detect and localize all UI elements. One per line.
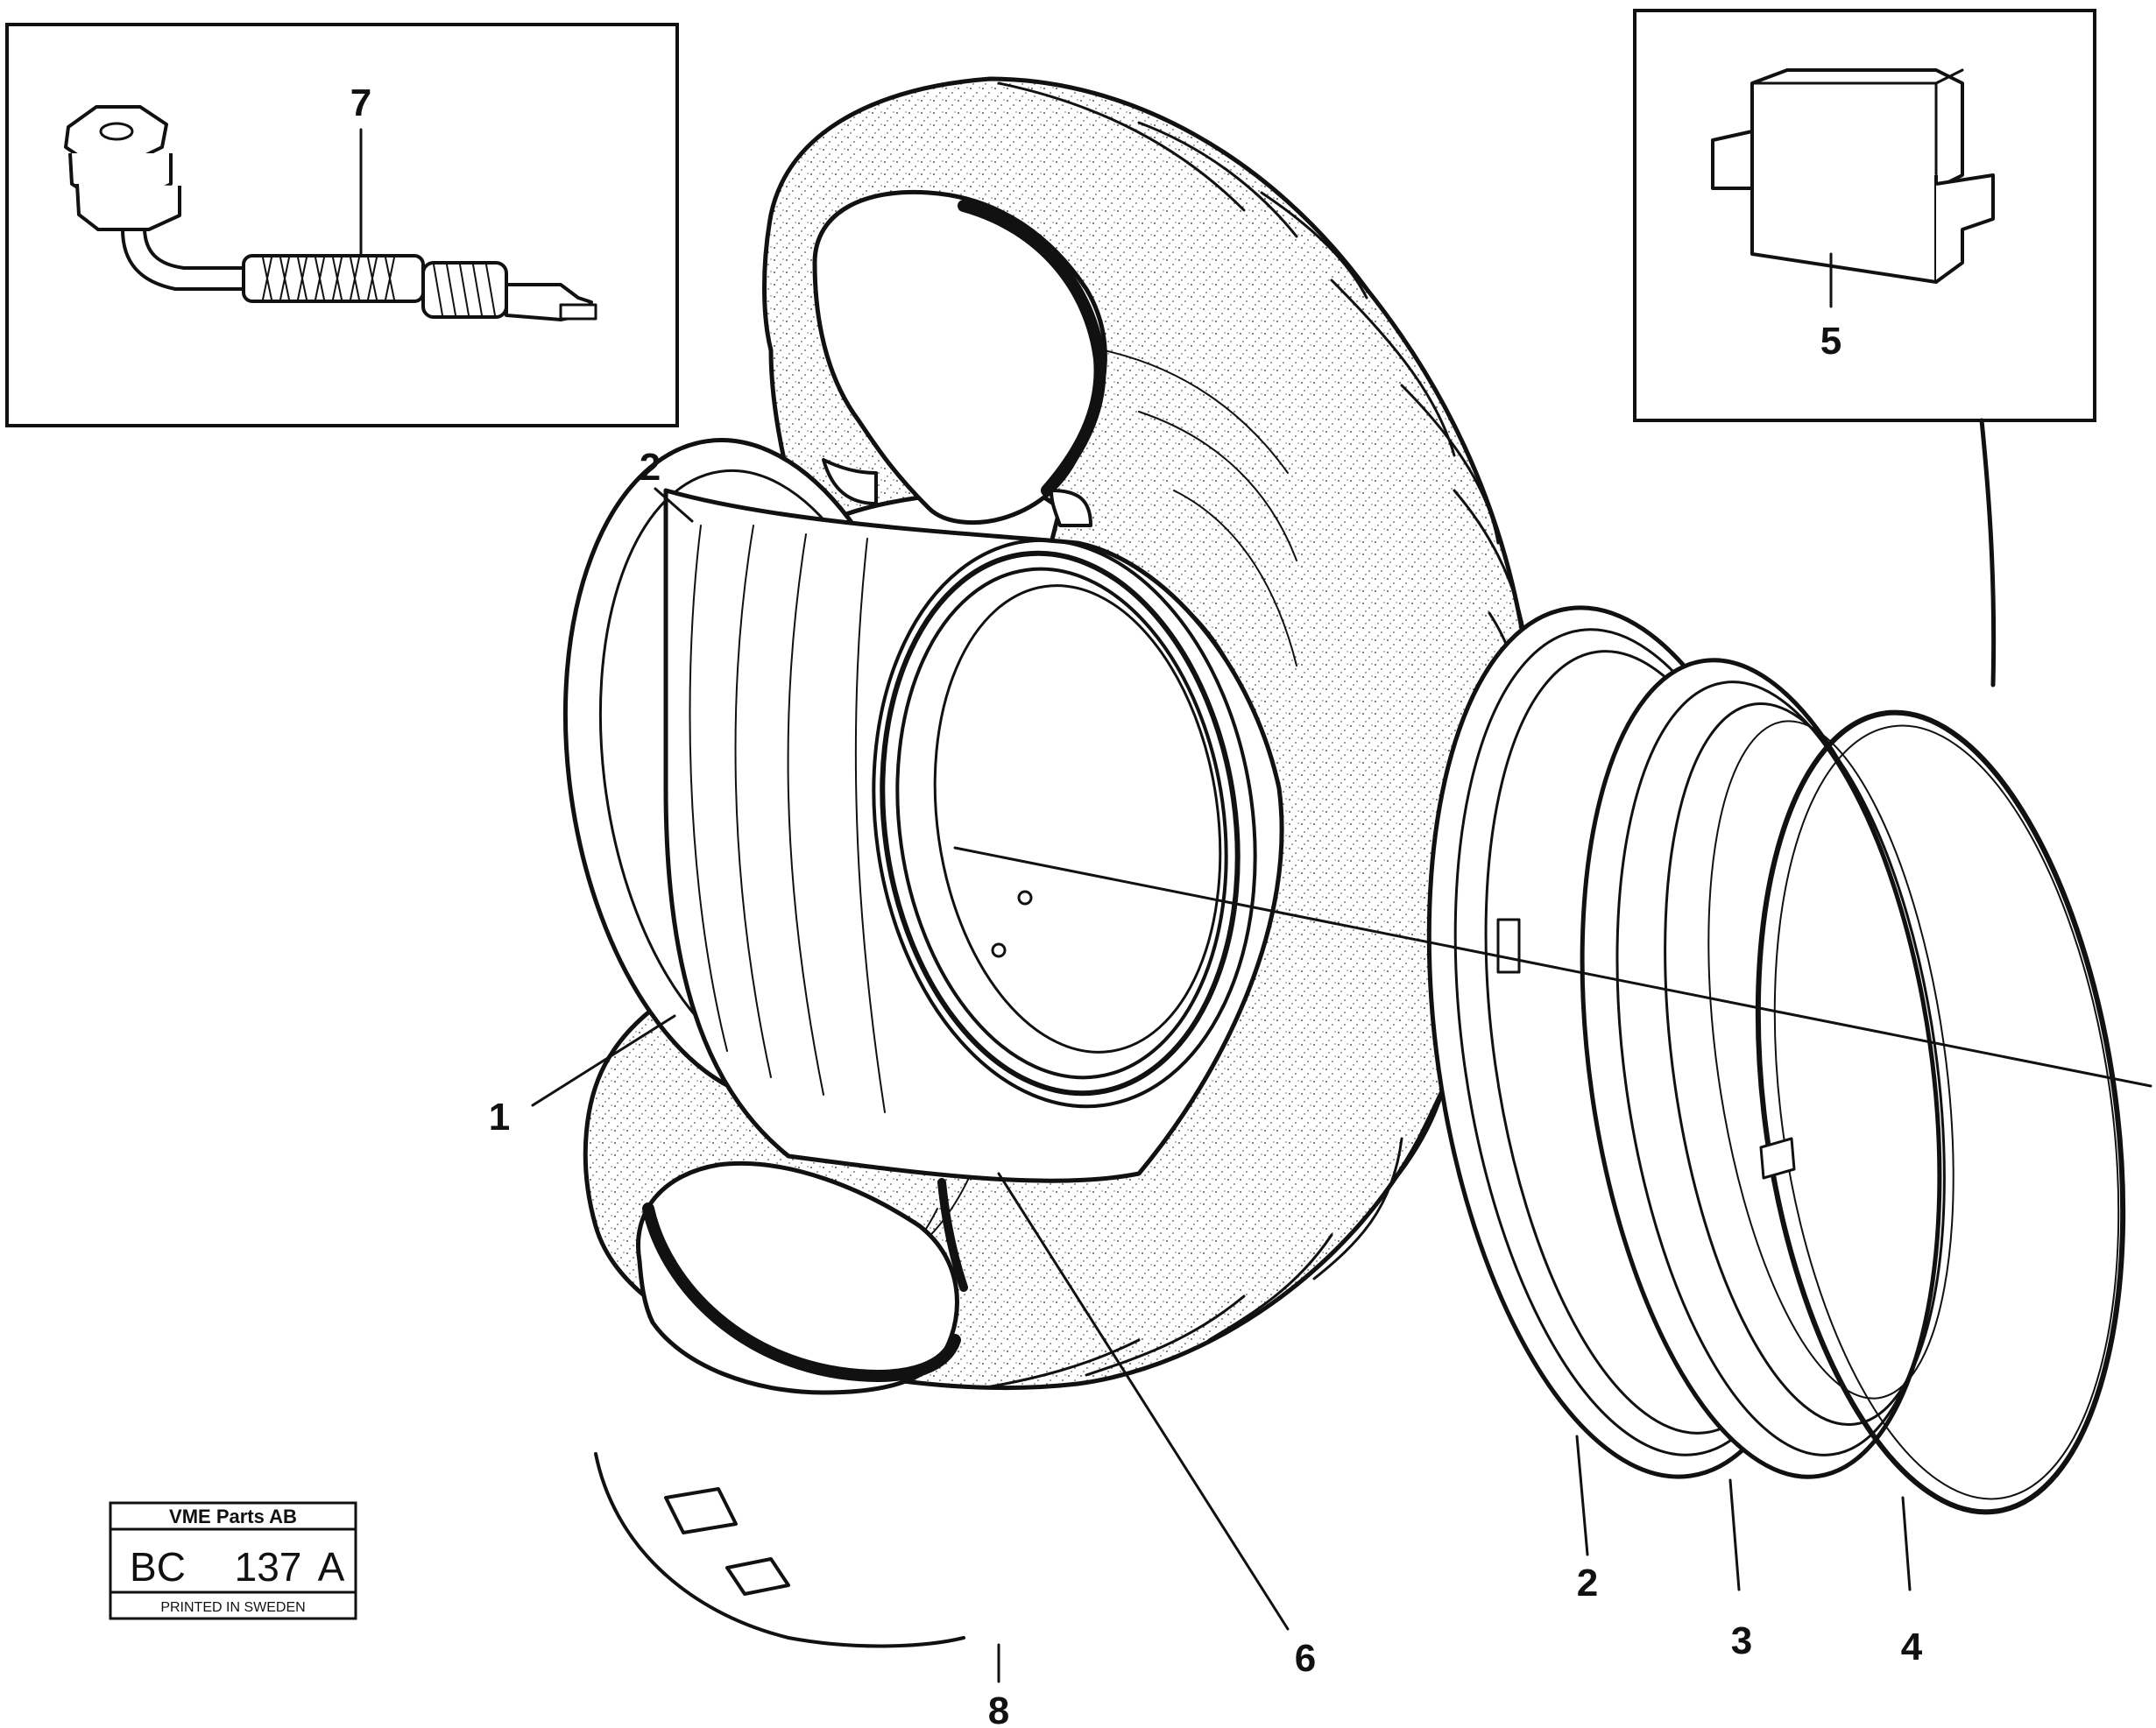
document-stamp: VME Parts AB BC 137 A PRINTED IN SWEDEN bbox=[109, 1501, 357, 1620]
seal-ring bbox=[872, 538, 1257, 1109]
callout-2-left: 2 bbox=[640, 446, 661, 489]
rim bbox=[562, 438, 1284, 1183]
valve-icon bbox=[64, 105, 597, 321]
callout-1: 1 bbox=[489, 1096, 510, 1139]
leader-2-right bbox=[1575, 1435, 1589, 1556]
block-icon bbox=[1711, 68, 1995, 284]
callout-3: 3 bbox=[1731, 1619, 1752, 1662]
leader-1 bbox=[531, 1014, 676, 1107]
callout-8: 8 bbox=[988, 1689, 1009, 1728]
callout-2-right: 2 bbox=[1577, 1562, 1598, 1605]
stamp-code-suffix: A bbox=[318, 1544, 345, 1590]
leader-6 bbox=[997, 1172, 1290, 1631]
lock-ring bbox=[1755, 709, 2126, 1515]
stamp-company: VME Parts AB bbox=[169, 1506, 297, 1527]
callout-5: 5 bbox=[1820, 320, 1841, 363]
leader-3 bbox=[1728, 1478, 1741, 1591]
wheel-axis bbox=[953, 846, 2152, 1088]
stamp-code-number: 137 bbox=[235, 1544, 302, 1590]
callout-4: 4 bbox=[1901, 1626, 1923, 1668]
stamp-code-prefix: BC bbox=[130, 1544, 186, 1590]
callout-6: 6 bbox=[1295, 1637, 1316, 1680]
leader-2-left bbox=[654, 487, 694, 523]
callout-7: 7 bbox=[350, 81, 371, 124]
leader-5-wire bbox=[1979, 418, 1997, 688]
block-inset: 5 bbox=[1633, 9, 2096, 422]
stamp-printed: PRINTED IN SWEDEN bbox=[160, 1600, 305, 1615]
valve-inset: 7 bbox=[5, 23, 679, 427]
leader-4 bbox=[1901, 1496, 1912, 1591]
